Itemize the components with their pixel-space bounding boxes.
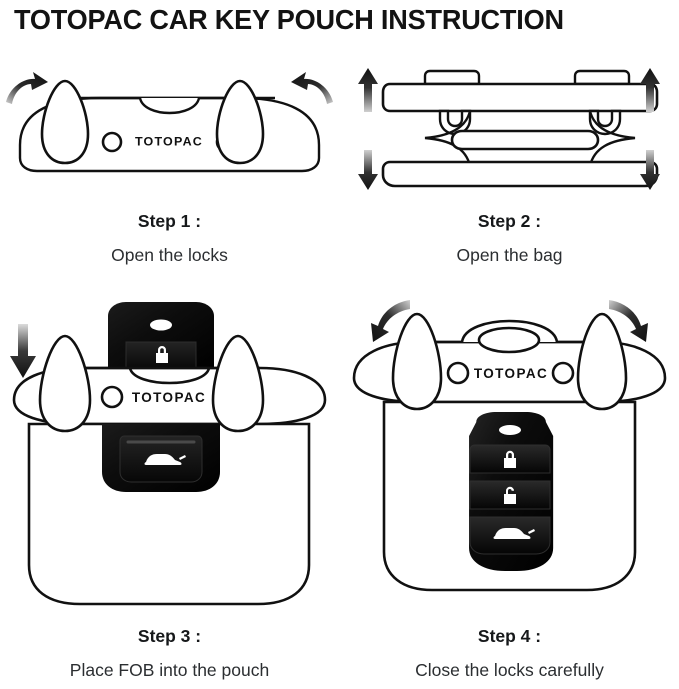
arrow-up-right	[640, 68, 660, 112]
step-3-text: Place FOB into the pouch	[69, 660, 270, 680]
arrow-down-insert	[10, 324, 36, 378]
pouch-gusset	[424, 110, 636, 167]
pouch-inner-arc	[128, 367, 211, 385]
step-4-caption: Step 4 : Close the locks carefully	[340, 624, 679, 682]
car-key-fob-full	[469, 412, 554, 571]
step-2-label: Step 2 :	[477, 211, 542, 231]
lock-flap-left	[40, 79, 90, 165]
pouch-open-body	[27, 422, 311, 606]
step-card-4: TOTOPAC	[340, 290, 679, 689]
step-2-text: Open the bag	[456, 245, 563, 265]
car-trunk-icon	[493, 528, 535, 539]
arrow-up-left	[358, 68, 378, 112]
lock-hole-left	[101, 131, 123, 153]
arrow-down-left	[358, 150, 378, 190]
car-key-fob-lower	[102, 424, 220, 492]
step-2-arrows	[358, 68, 660, 190]
fob-keyring-hole	[150, 319, 172, 331]
car-key-fob-partial	[108, 302, 214, 371]
brand-group: TOTOPAC	[446, 361, 575, 385]
step-1-caption: Step 1 : Open the locks	[0, 209, 339, 267]
lock-hole-right	[551, 361, 575, 385]
step-3-illustration: TOTOPAC	[0, 290, 339, 620]
pouch-handle-hole	[477, 326, 541, 354]
lock-flap-right	[215, 79, 265, 165]
page-title: TOTOPAC CAR KEY POUCH INSTRUCTION	[14, 4, 564, 35]
step-1-label: Step 1 :	[137, 211, 202, 231]
lock-flap-left	[38, 334, 92, 433]
step-2-caption: Step 2 : Open the bag	[340, 209, 679, 267]
brand-text: TOTOPAC	[474, 366, 548, 381]
pouch-top-tabs	[423, 69, 631, 86]
pouch-top-flap	[381, 82, 659, 113]
curved-arrow-right-inward	[609, 300, 648, 342]
step-4-text: Close the locks carefully	[415, 660, 604, 680]
step-4-illustration: TOTOPAC	[340, 290, 679, 620]
lock-flap-right	[211, 334, 265, 433]
step-card-3: TOTOPAC	[0, 290, 339, 689]
car-trunk-icon	[144, 454, 186, 465]
padlock-open-icon	[504, 486, 516, 504]
pouch-open: TOTOPAC	[12, 334, 327, 606]
pouch-inner-bar	[450, 129, 600, 151]
arrow-down-right	[640, 150, 660, 190]
padlock-closed-icon	[504, 450, 516, 468]
brand-text: TOTOPAC	[135, 135, 203, 148]
padlock-closed-icon	[156, 346, 168, 363]
step-3-label: Step 3 :	[137, 626, 202, 646]
pouch-clasps	[438, 109, 622, 136]
step-3-caption: Step 3 : Place FOB into the pouch	[0, 624, 339, 682]
pouch-handle-arc	[138, 97, 201, 115]
step-card-1: TOTOPAC Step 1 : Open the locks	[0, 50, 339, 290]
lock-flap-right	[576, 312, 628, 411]
step-4-label: Step 4 :	[477, 626, 542, 646]
lock-flap-left	[391, 312, 443, 411]
fob-keyring-hole	[499, 425, 521, 435]
curved-arrow-left-outward	[6, 72, 48, 104]
brand-text: TOTOPAC	[132, 390, 206, 405]
step-1-text: Open the locks	[111, 245, 228, 265]
step-1-illustration: TOTOPAC	[0, 50, 339, 195]
lock-hole-left	[446, 361, 470, 385]
step-card-2: Step 2 : Open the bag	[340, 50, 679, 290]
lock-hole-left	[100, 385, 124, 409]
step-2-illustration	[340, 50, 679, 195]
pouch-bottom-base	[381, 160, 659, 188]
curved-arrow-left-inward	[371, 300, 410, 342]
curved-arrow-right-outward	[291, 72, 333, 104]
steps-grid: TOTOPAC Step 1 : Open the locks	[0, 50, 679, 689]
